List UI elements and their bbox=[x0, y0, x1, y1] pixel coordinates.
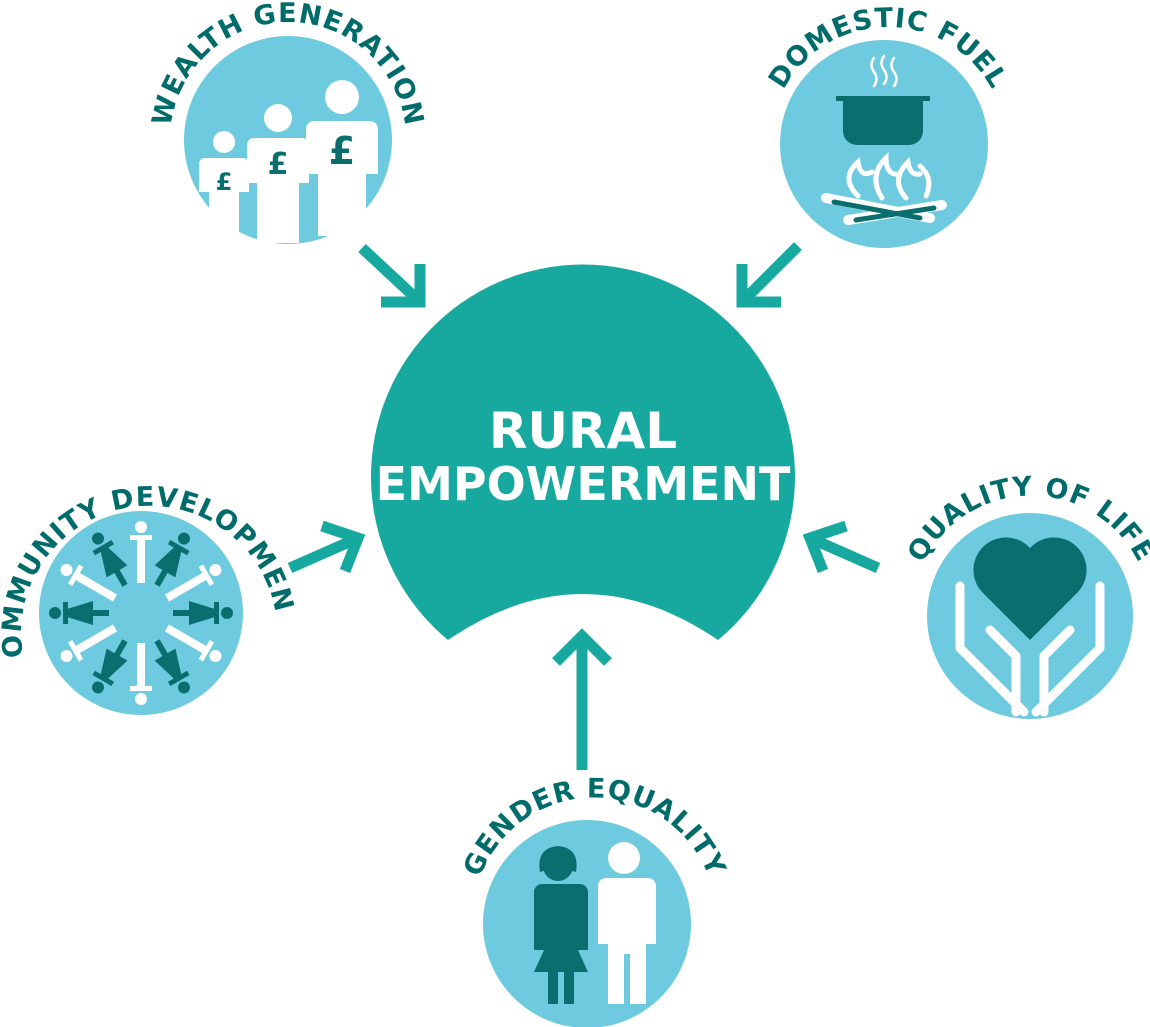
man-icon bbox=[598, 842, 656, 1004]
node-domestic-fuel: DOMESTIC FUEL bbox=[763, 3, 1012, 248]
pound-symbol-medium: £ bbox=[268, 147, 289, 182]
node-wealth-generation: WEALTH GENERATION £ £ £ bbox=[146, 0, 428, 244]
heart-hands-icon bbox=[955, 537, 1105, 717]
community-person-dark bbox=[92, 639, 128, 694]
community-circle bbox=[39, 511, 243, 715]
pound-symbol-small: £ bbox=[216, 168, 233, 196]
node-quality-of-life: QUALITY OF LIFE bbox=[902, 471, 1150, 719]
arrow-wealth bbox=[358, 243, 426, 308]
center-title-line1: RURAL bbox=[489, 402, 677, 460]
community-person-dark bbox=[154, 639, 190, 694]
community-person-dark bbox=[92, 532, 128, 587]
center-node: RURAL EMPOWERMENT bbox=[371, 264, 795, 640]
community-person-white bbox=[60, 564, 118, 602]
woman-icon bbox=[534, 846, 588, 1004]
people-circle-icon bbox=[49, 521, 233, 705]
wealth-people-icon bbox=[199, 80, 378, 243]
heart-icon bbox=[973, 537, 1087, 640]
community-person-white bbox=[130, 643, 152, 705]
arrow-fuel bbox=[736, 242, 802, 308]
community-person-white bbox=[164, 564, 222, 602]
arrow-gender bbox=[552, 628, 612, 770]
node-gender-equality: GENDER EQUALITY bbox=[458, 773, 730, 1027]
arrow-community bbox=[287, 520, 366, 574]
community-person-white bbox=[130, 521, 152, 583]
community-person-dark bbox=[173, 601, 233, 625]
arrow-quality bbox=[802, 520, 881, 574]
arrows bbox=[287, 242, 881, 770]
community-person-dark bbox=[154, 532, 190, 587]
cooking-pot-fire-icon bbox=[821, 54, 947, 225]
pound-symbol-large: £ bbox=[329, 129, 355, 173]
center-title-line2: EMPOWERMENT bbox=[376, 457, 791, 511]
community-person-white bbox=[164, 624, 222, 662]
community-person-dark bbox=[49, 601, 109, 625]
center-shape bbox=[371, 264, 795, 640]
woman-man-icon bbox=[534, 842, 656, 1004]
community-person-white bbox=[60, 624, 118, 662]
